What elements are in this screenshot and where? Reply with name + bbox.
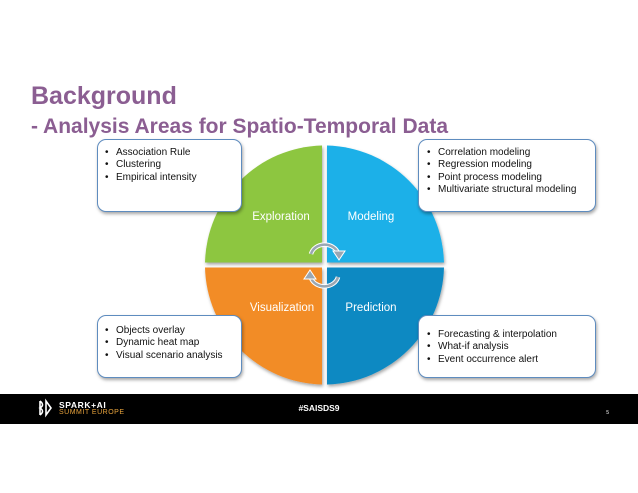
quadrant-visualization — [205, 267, 322, 385]
cycle-arrows-inner-icon — [309, 243, 340, 288]
exploration-box: Association Rule Clustering Empirical in… — [97, 139, 242, 212]
modeling-list: Correlation modeling Regression modeling… — [425, 147, 595, 197]
quadrant-exploration — [205, 145, 322, 263]
list-item: Empirical intensity — [103, 172, 241, 185]
list-item: Event occurrence alert — [425, 354, 595, 367]
list-item: What-if analysis — [425, 341, 595, 354]
list-item: Association Rule — [103, 147, 241, 160]
prediction-list: Forecasting & interpolation What-if anal… — [425, 329, 595, 367]
list-item: Correlation modeling — [425, 147, 595, 160]
event-hashtag: #SAISDS9 — [298, 403, 340, 413]
quadrant-label-visualization: Visualization — [250, 302, 314, 314]
list-item: Visual scenario analysis — [103, 350, 241, 363]
visualization-box: Objects overlay Dynamic heat map Visual … — [97, 315, 242, 378]
arrowhead-right-icon — [332, 250, 346, 261]
list-item: Multivariate structural modeling — [425, 184, 595, 197]
quadrant-label-prediction: Prediction — [345, 302, 396, 314]
quadrant-modeling — [327, 145, 444, 263]
logo-text-primary: SPARK+AI — [59, 400, 107, 410]
list-item: Dynamic heat map — [103, 337, 241, 350]
list-item: Point process modeling — [425, 172, 595, 185]
list-item: Objects overlay — [103, 325, 241, 338]
quadrant-prediction — [327, 267, 444, 385]
arrowhead-left-icon — [303, 269, 317, 280]
slide-title: Background — [31, 82, 177, 110]
quadrant-label-modeling: Modeling — [348, 211, 395, 223]
logo-text-secondary: SUMMIT EUROPE — [59, 409, 125, 416]
quadrant-label-exploration: Exploration — [252, 211, 310, 223]
prediction-box: Forecasting & interpolation What-if anal… — [418, 315, 596, 378]
list-item: Clustering — [103, 159, 241, 172]
page-number: 5 — [606, 410, 609, 416]
list-item: Regression modeling — [425, 159, 595, 172]
slide-subtitle: - Analysis Areas for Spatio-Temporal Dat… — [31, 115, 448, 138]
modeling-box: Correlation modeling Regression modeling… — [418, 139, 596, 212]
exploration-list: Association Rule Clustering Empirical in… — [103, 147, 241, 185]
visualization-list: Objects overlay Dynamic heat map Visual … — [103, 325, 241, 363]
list-item: Forecasting & interpolation — [425, 329, 595, 342]
quadrant-diagram: Exploration Modeling Visualization Predi… — [205, 145, 444, 385]
spark-logo-icon — [38, 398, 52, 418]
footer-bar: SPARK+AI SUMMIT EUROPE #SAISDS9 5 — [0, 394, 638, 424]
